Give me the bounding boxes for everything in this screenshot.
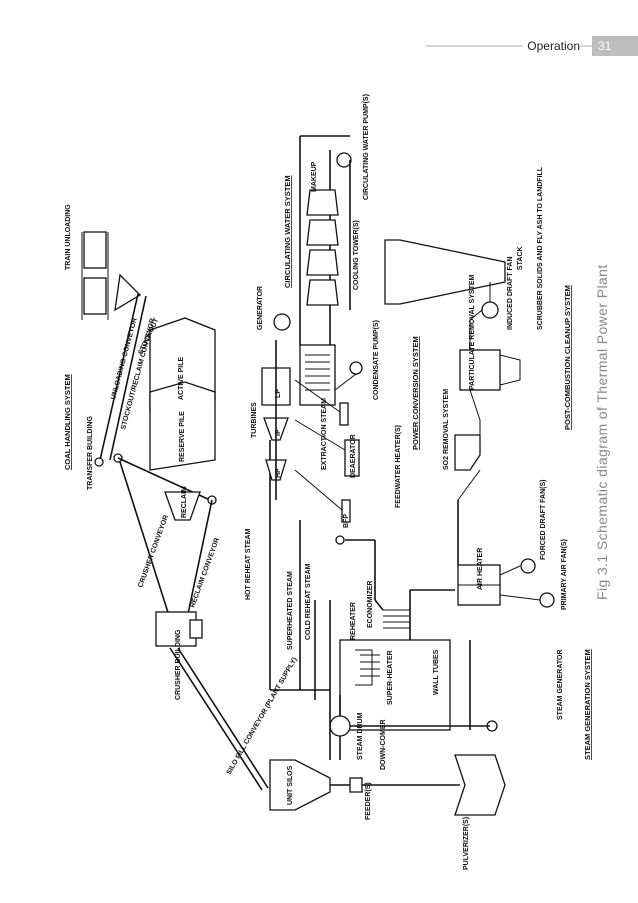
post-combustion-title: POST-COMBUSTION CLEANUP SYSTEM — [563, 285, 572, 430]
unit-silos-label: UNIT SILOS — [287, 765, 294, 805]
stack-label: STACK — [517, 246, 524, 270]
scrubber-solids-label: SCRUBBER SOLIDS AND FLY ASH TO LANDFILL — [537, 166, 544, 330]
feedwater-heaters-label: FEEDWATER HEATER(S) — [395, 425, 402, 508]
reclaim-conveyor-label: RECLAIM CONVEYOR — [189, 537, 221, 609]
extraction-steam-label: EXTRACTION STEAM — [321, 398, 328, 470]
hp-label: HP — [275, 468, 282, 478]
reserve-pile-label: RESERVE PILE — [179, 411, 186, 462]
transfer-building-label: TRANSFER BUILDING — [87, 416, 94, 490]
condensate-pumps-label: CONDENSATE PUMP(S) — [373, 320, 380, 400]
crusher-building-label: CRUSHER BUILDING — [175, 629, 182, 700]
reheater-label: REHEATER — [350, 602, 357, 640]
primary-air-fans-label: PRIMARY AIR FAN(S) — [561, 539, 568, 610]
train-unloading-label: TRAIN UNLOADING — [65, 204, 72, 270]
condensate-pump — [349, 361, 363, 375]
forced-draft-fan — [520, 558, 536, 574]
cooling-tower-3 — [306, 249, 339, 276]
forced-draft-fans-label: FORCED DRAFT FAN(S) — [540, 480, 547, 561]
train-car-2 — [83, 277, 107, 315]
particulate-removal-unit — [459, 349, 501, 391]
circulating-water-pump — [336, 152, 352, 168]
superheated-steam-label: SUPERHEATED STEAM — [287, 571, 294, 650]
economizer-label: ECONOMIZER — [367, 581, 374, 628]
makeup-label: MAKEUP — [311, 161, 318, 192]
generator-label: GENERATOR — [257, 286, 264, 330]
bfp-pump — [335, 535, 345, 545]
power-conversion-title: POWER CONVERSION SYSTEM — [411, 336, 420, 450]
induced-draft-fan-label: INDUCED DRAFT FAN — [507, 257, 514, 331]
steam-generator-label: STEAM GENERATOR — [557, 649, 564, 720]
induced-draft-fan — [481, 301, 499, 319]
steam-generation-section: STEAM GENERATION SYSTEM STEAM DRUM DOWN-… — [245, 440, 592, 870]
ip-label: IP — [275, 429, 282, 436]
unit-silos — [269, 759, 331, 811]
page-number: 31 — [592, 36, 638, 56]
primary-air-fan — [539, 592, 555, 608]
silo-fill-conveyor-label: SILO FILL CONVEYOR (PLANT SUPPLY) — [226, 656, 299, 776]
section-label: Operation — [523, 39, 580, 53]
feeder-box — [349, 777, 363, 793]
so2-removal-label: SO2 REMOVAL SYSTEM — [443, 389, 450, 470]
reclaim-hopper — [164, 491, 201, 521]
so2-removal-unit — [454, 434, 481, 471]
hot-reheat-steam-label: HOT REHEAT STEAM — [245, 528, 252, 600]
cold-reheat-steam-label: COLD REHEAT STEAM — [305, 563, 312, 640]
cooling-tower-2 — [306, 219, 339, 246]
power-conversion-section: POWER CONVERSION SYSTEM TURBINES LP IP H… — [251, 286, 420, 611]
steam-generation-title: STEAM GENERATION SYSTEM — [583, 649, 592, 760]
coal-handling-title: COAL HANDLING SYSTEM — [63, 374, 72, 470]
train-car-1 — [83, 231, 107, 269]
crusher-building — [155, 611, 197, 647]
steam-drum — [329, 715, 351, 737]
circulating-water-section: CIRCULATING WATER SYSTEM MAKEUP COOLING … — [283, 94, 370, 345]
circulating-water-title: CIRCULATING WATER SYSTEM — [283, 175, 292, 288]
cooling-towers-label: COOLING TOWER(S) — [353, 220, 360, 290]
lp-label: LP — [275, 389, 282, 398]
stack — [384, 239, 506, 305]
steam-drum-label: STEAM DRUM — [357, 712, 364, 760]
wall-tubes-label: WALL TUBES — [433, 649, 440, 695]
post-combustion-section: POST-COMBUSTION CLEANUP SYSTEM SO2 REMOV… — [384, 166, 572, 565]
air-heater-label: AIR HEATER — [477, 548, 484, 590]
deaerator-vessel — [344, 439, 360, 477]
generator-symbol — [273, 313, 291, 331]
circulating-water-pumps-label: CIRCULATING WATER PUMP(S) — [363, 94, 370, 200]
turbines-label: TURBINES — [251, 402, 258, 438]
pulverizer — [454, 754, 506, 816]
cooling-tower-1 — [306, 189, 339, 216]
economizer-coil — [383, 609, 410, 629]
cooling-tower-4 — [306, 279, 339, 306]
bfp-label: BFP — [343, 514, 350, 528]
superheater-label: SUPER-HEATER — [387, 650, 394, 705]
downcomer-label: DOWN-COMER — [380, 719, 387, 770]
deaerator-label: DEAERATOR — [350, 434, 357, 478]
crusher-conveyor-label: CRUSHER CONVEYOR — [137, 514, 170, 588]
reclaim-label: RECLAIM — [181, 486, 188, 518]
reserve-pile — [149, 381, 216, 471]
pulverizers-label: PULVERIZER(S) — [463, 817, 470, 870]
page-header: Operation 31 — [426, 36, 638, 56]
active-pile-label: ACTIVE PILE — [178, 356, 185, 400]
particulate-removal-label: PARTICULATE REMOVAL SYSTEM — [469, 274, 476, 390]
feeders-label: FEEDER(S) — [365, 782, 372, 820]
